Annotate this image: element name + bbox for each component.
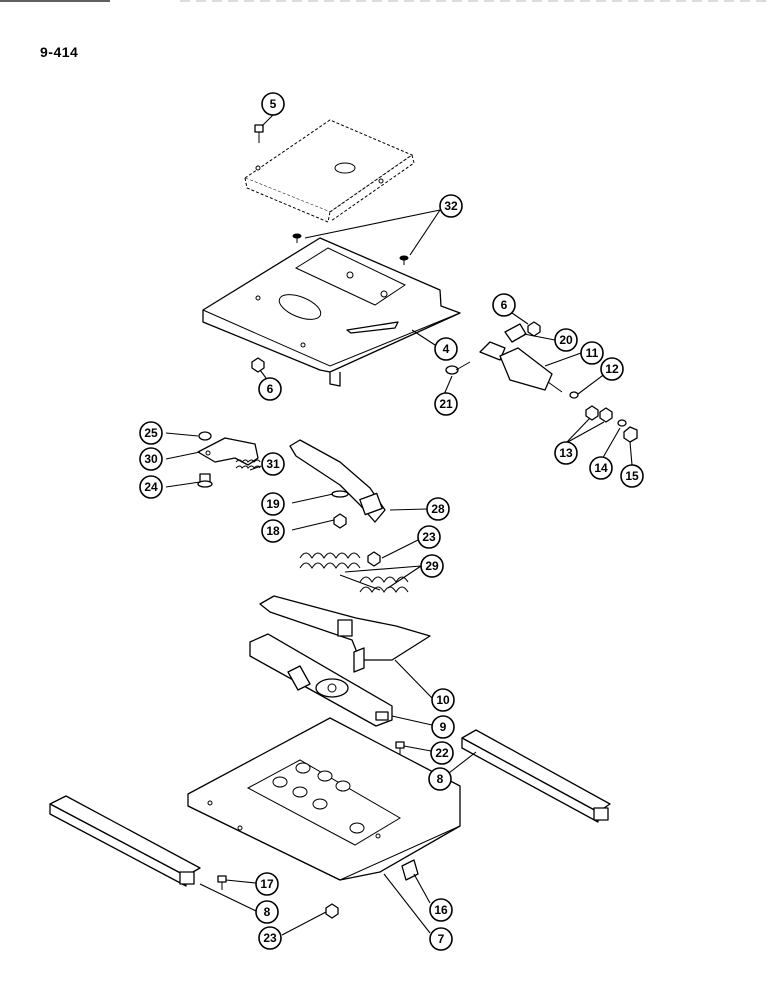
- callout-8-right: 8: [428, 767, 452, 791]
- svg-text:7: 7: [438, 932, 445, 946]
- springs-29-part: [299, 551, 409, 593]
- nut-6-lower-part: [251, 357, 265, 373]
- callout-30: 30: [139, 447, 163, 471]
- svg-text:25: 25: [144, 426, 158, 440]
- callout-20: 20: [554, 328, 578, 352]
- svg-text:23: 23: [422, 530, 436, 544]
- svg-text:6: 6: [267, 382, 274, 396]
- svg-text:22: 22: [435, 746, 449, 760]
- svg-text:30: 30: [144, 452, 158, 466]
- svg-text:15: 15: [625, 469, 639, 483]
- svg-text:23: 23: [263, 931, 277, 945]
- svg-text:5: 5: [270, 97, 277, 111]
- lever-30-part: [197, 431, 261, 488]
- svg-text:14: 14: [594, 461, 608, 475]
- callout-14: 14: [589, 456, 613, 480]
- callout-23-upper: 23: [417, 525, 441, 549]
- callout-15: 15: [620, 464, 644, 488]
- callout-11: 11: [580, 341, 604, 365]
- callout-18: 18: [261, 519, 285, 543]
- callout-25: 25: [139, 421, 163, 445]
- callout-6-upper: 6: [492, 293, 516, 317]
- svg-text:8: 8: [264, 905, 271, 919]
- svg-text:18: 18: [266, 524, 280, 538]
- svg-text:13: 13: [559, 446, 573, 460]
- page-number: 9-414: [40, 44, 79, 60]
- svg-text:32: 32: [444, 199, 458, 213]
- callout-22: 22: [430, 741, 454, 765]
- svg-text:31: 31: [266, 457, 280, 471]
- upper-slide-plate: [202, 237, 461, 387]
- top-rule: [0, 0, 772, 2]
- slide-track-9: [249, 633, 393, 727]
- shock-absorber-assembly: [445, 321, 638, 443]
- svg-text:20: 20: [559, 333, 573, 347]
- side-rail-8-right: [461, 729, 611, 823]
- callout-12: 12: [600, 357, 624, 381]
- svg-text:24: 24: [144, 480, 158, 494]
- callout-16: 16: [429, 898, 453, 922]
- callout-23-bottom: 23: [258, 926, 282, 950]
- svg-text:6: 6: [501, 298, 508, 312]
- callout-10: 10: [431, 688, 455, 712]
- callout-31: 31: [261, 452, 285, 476]
- screw-32a-part: [292, 233, 302, 243]
- callout-29: 29: [420, 554, 444, 578]
- svg-text:9: 9: [440, 720, 447, 734]
- bolt-17-part: [217, 875, 227, 890]
- callout-8-left: 8: [255, 900, 279, 924]
- callout-21: 21: [434, 392, 458, 416]
- callout-5: 5: [261, 92, 285, 116]
- svg-text:28: 28: [431, 502, 445, 516]
- callout-4: 4: [434, 337, 458, 361]
- svg-text:4: 4: [443, 342, 450, 356]
- svg-text:11: 11: [586, 346, 599, 360]
- svg-text:19: 19: [266, 497, 280, 511]
- callout-13: 13: [554, 441, 578, 465]
- svg-text:21: 21: [439, 397, 453, 411]
- side-rail-8-left: [49, 795, 201, 887]
- svg-text:17: 17: [260, 877, 274, 891]
- bolt-5-part: [254, 124, 264, 143]
- callout-7: 7: [429, 927, 453, 951]
- callout-6-lower: 6: [258, 377, 282, 401]
- callout-24: 24: [139, 475, 163, 499]
- seat-cushion-plate: [243, 119, 415, 223]
- lever-28-part: [289, 439, 386, 529]
- latch-plate-10: [259, 595, 431, 673]
- svg-text:29: 29: [425, 559, 439, 573]
- callout-32: 32: [439, 194, 463, 218]
- svg-text:12: 12: [605, 362, 619, 376]
- callout-9: 9: [431, 715, 455, 739]
- base-plate-7: [187, 717, 461, 881]
- nut-23-bottom-part: [325, 903, 339, 919]
- screw-32b-part: [399, 255, 409, 265]
- callout-17: 17: [255, 872, 279, 896]
- svg-text:8: 8: [437, 772, 444, 786]
- leader-lines: [165, 114, 633, 936]
- callout-28: 28: [426, 497, 450, 521]
- svg-text:16: 16: [434, 903, 448, 917]
- svg-text:10: 10: [436, 693, 450, 707]
- callout-19: 19: [261, 492, 285, 516]
